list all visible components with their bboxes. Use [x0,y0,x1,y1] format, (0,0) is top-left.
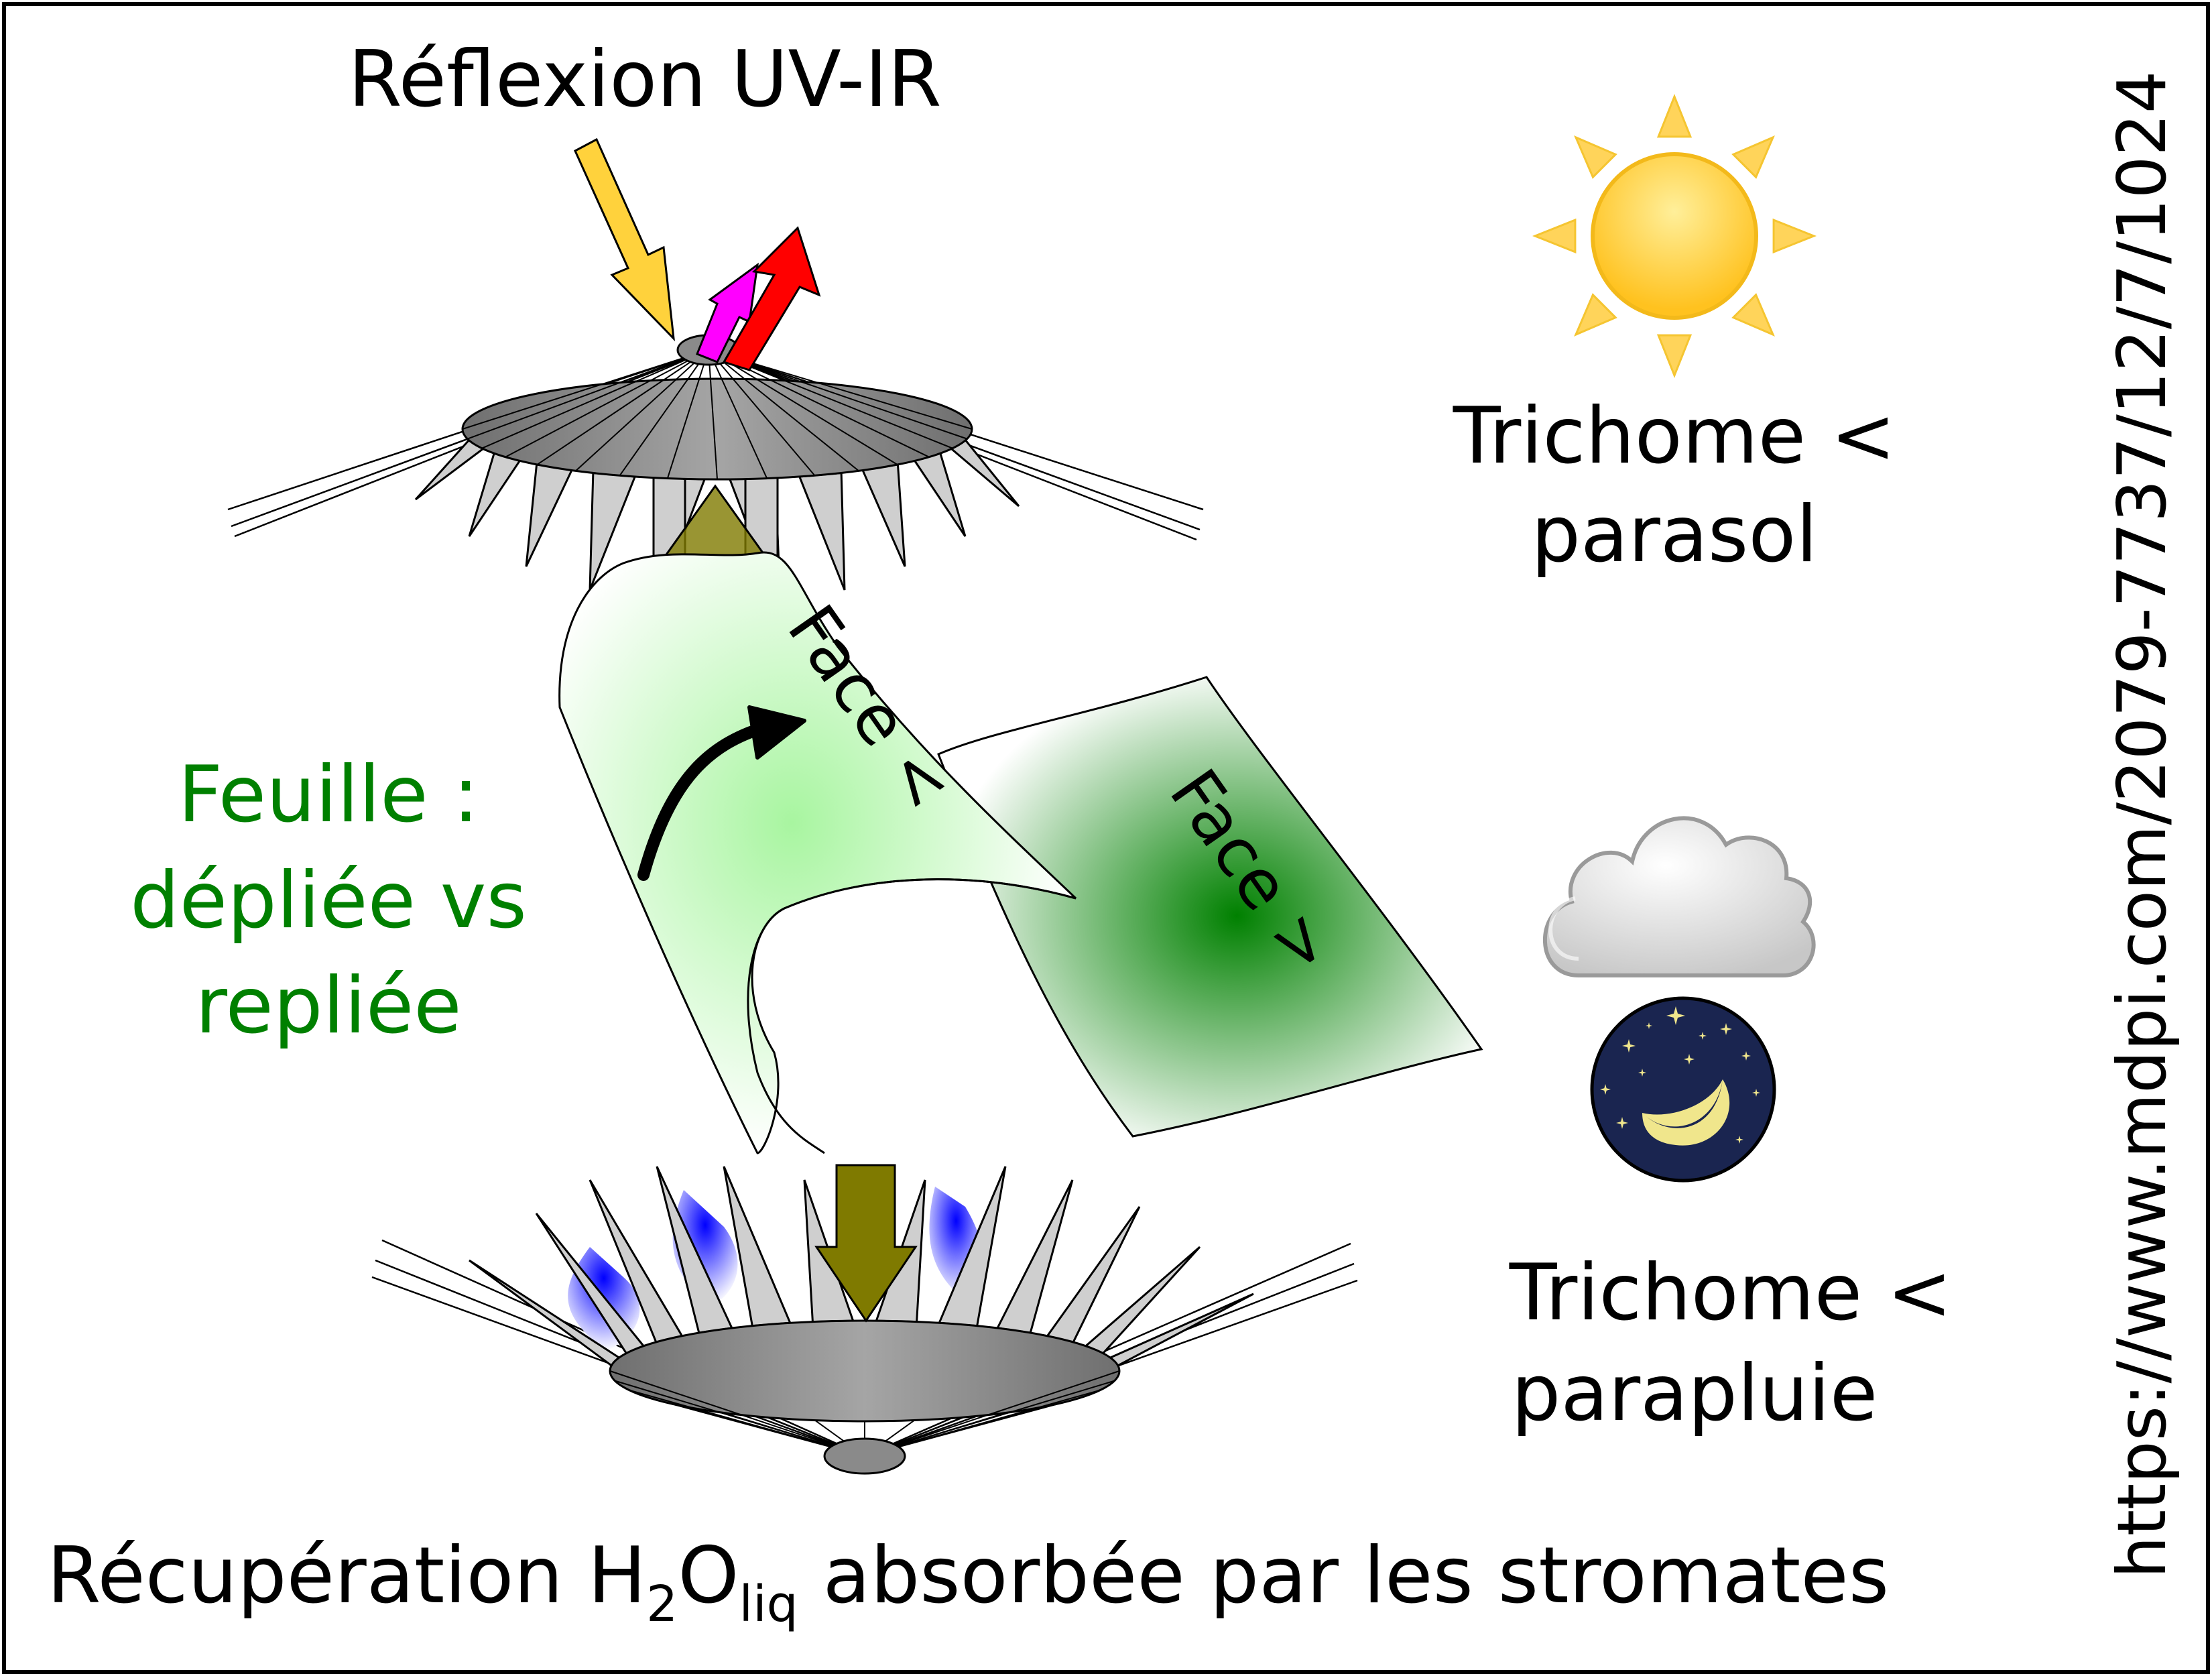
parasol-rib [467,349,709,440]
sun-ray [1574,135,1617,179]
sun-ray [1772,218,1817,254]
parasol-rib [505,349,709,458]
recovery-label: Récupération H2Oliq absorbée par les str… [47,1531,1889,1633]
trichome-parapluie-label-line2: parapluie [1512,1348,1878,1439]
star [1684,1054,1695,1065]
parapluie-rib [864,1380,1115,1457]
parasol-rib [708,349,816,476]
parasol-rib [666,349,709,479]
star [1638,1069,1646,1077]
leaf-lower-face [937,676,1483,1138]
star [1666,1006,1685,1025]
reflection-label: Réflexion UV-IR [348,34,942,125]
parasol-rib [462,349,709,430]
star [1735,1136,1743,1144]
star [1600,1084,1611,1095]
transfer-arrow-lower [814,1164,918,1323]
fold-arrow [637,721,770,881]
parasol-rib [575,349,709,472]
parasol-rib [708,349,859,472]
sun-ray [1532,218,1577,254]
parasol-rib [536,349,709,465]
star [1646,1022,1652,1029]
parasol-rib [708,349,768,479]
sun-ray [1731,135,1775,179]
sun-ray [1574,293,1617,337]
sun-icon [1532,93,1817,379]
leaf-label-line2: dépliée vs [130,855,527,946]
parasol-rib [708,349,898,465]
star [1752,1089,1760,1097]
trichome-parapluie [371,1166,1358,1475]
parapluie-rib [864,1370,1120,1457]
leaf-label-line1: Feuille : [178,750,479,840]
source-url: https://www.mdpi.com/2079-7737/12/7/1024 [2103,70,2181,1578]
reflected-ir-arrow [722,226,821,371]
star [1720,1023,1732,1035]
parasol-rib [619,349,709,476]
incoming-light-arrow [574,137,675,342]
parasol-rib [708,349,718,480]
night-sky-moon-icon [1590,996,1776,1183]
cloud-icon [1542,816,1816,977]
parapluie-stalk-cap [823,1437,906,1475]
star [1658,1128,1667,1138]
leaf-label-line3: repliée [195,961,461,1051]
parasol-rib [481,349,709,449]
sun-ray [1731,293,1775,337]
star [1622,1039,1636,1053]
trichome-parasol-label-line2: parasol [1531,489,1817,580]
star [1699,1032,1707,1040]
star [1616,1117,1628,1129]
sun-ray [1656,93,1693,138]
parapluie-rib [864,1389,1101,1457]
star [1741,1051,1751,1061]
sun-ray [1656,334,1693,379]
trichome-parapluie-label-line1: Trichome < [1509,1248,1952,1338]
parapluie-hair [864,1242,1351,1457]
leaf [558,551,1483,1154]
reflected-uv-arrow [696,262,759,363]
parapluie-rib [609,1370,865,1457]
trichome-parasol-label-line1: Trichome < [1453,391,1896,481]
